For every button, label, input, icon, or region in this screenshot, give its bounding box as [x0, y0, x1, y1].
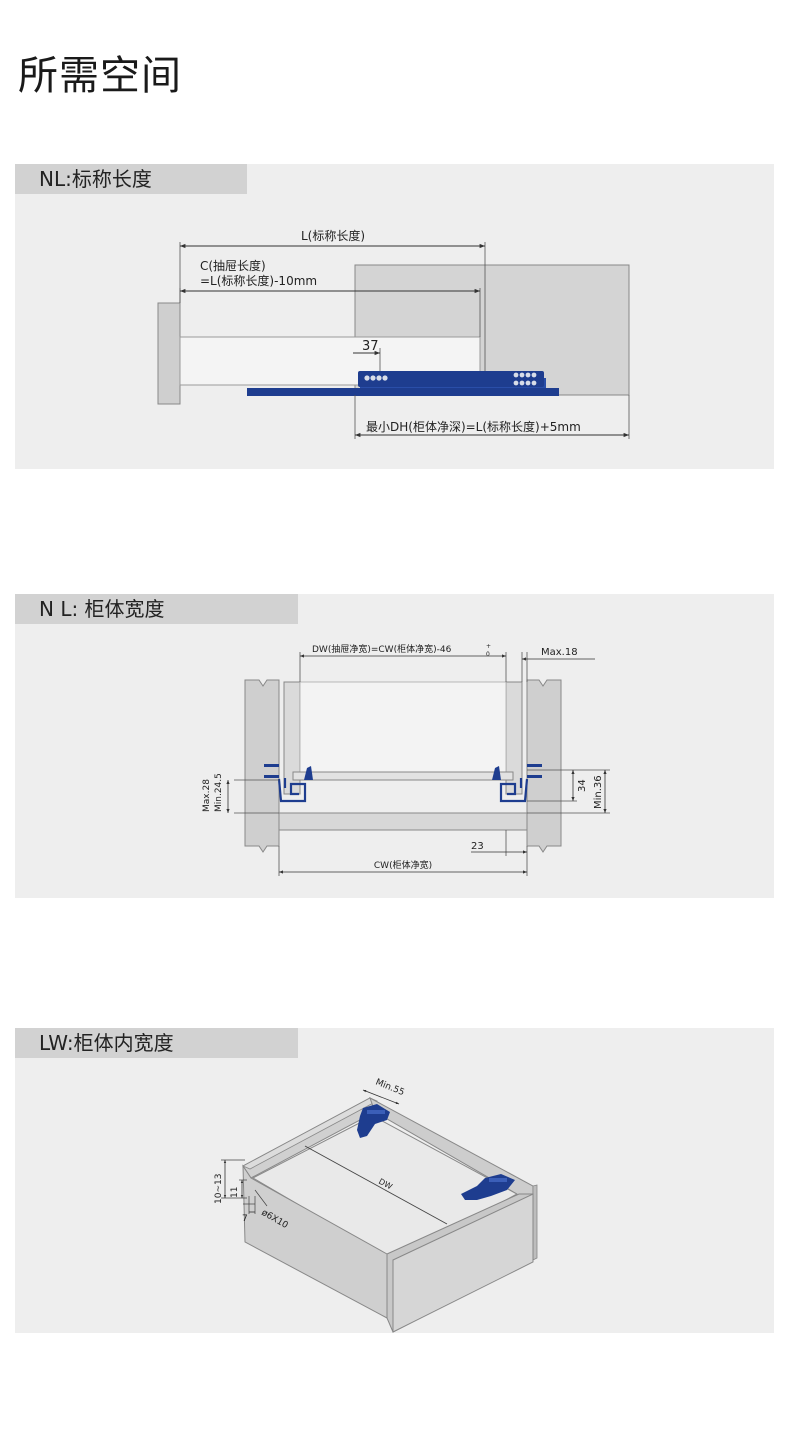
- slide-profile-left: [277, 778, 307, 803]
- panel-cabinet-width: N L: 柜体宽度: [15, 594, 774, 898]
- label-dimension-37: 37: [362, 339, 379, 354]
- label-cabinet-width: CW(柜体净宽): [374, 859, 432, 871]
- drawer-bottom-board: [292, 771, 514, 781]
- locking-device-right: [461, 1174, 515, 1200]
- label-min-55: Min.55: [374, 1078, 406, 1099]
- label-min-36: Min.36: [593, 775, 604, 809]
- label-drawer-width: DW(抽屉净宽)=CW(柜体净宽)-46: [312, 643, 452, 655]
- label-tolerance-bottom: 0: [486, 651, 490, 658]
- label-max-28: Max.28: [202, 779, 212, 812]
- mounting-screws: [264, 764, 542, 778]
- label-nominal-length: L(标称长度): [301, 228, 365, 243]
- label-tolerance-top: +: [486, 643, 491, 650]
- cabinet-bottom-board: [278, 812, 528, 831]
- label-drawer-length-formula: =L(标称长度)-10mm: [200, 273, 317, 288]
- panel-tab-cabinet-inner-width: LW:柜体内宽度: [15, 1028, 298, 1058]
- locking-clips: [304, 766, 501, 780]
- drawer-inner-space: [299, 681, 507, 773]
- drawer-right-wall-edge: [532, 1184, 538, 1261]
- dimension-line-min55: [362, 1089, 400, 1105]
- label-max-18: Max.18: [541, 647, 578, 658]
- page-title: 所需空间: [18, 53, 182, 99]
- nominal-length-diagram: L(标称长度) C(抽屉长度) =L(标称长度)-10mm 37 最小DH(柜体…: [157, 228, 630, 439]
- label-dimension-7: 7: [242, 1214, 248, 1224]
- label-min-24-5: Min.24.5: [214, 773, 224, 812]
- panel-nominal-length: NL:标称长度: [15, 164, 774, 469]
- panel-cabinet-inner-width: LW:柜体内宽度 DW Min.55: [15, 1028, 774, 1333]
- dimension-line-dw-3d: [304, 1145, 448, 1225]
- slide-rail-lower: [247, 388, 559, 396]
- label-drawer-length: C(抽屉长度): [200, 258, 266, 273]
- label-dimension-34: 34: [577, 779, 588, 792]
- label-min-cabinet-depth: 最小DH(柜体净深)=L(标称长度)+5mm: [366, 419, 581, 434]
- slide-bearing-balls: [364, 372, 537, 386]
- slide-profile-right: [499, 778, 529, 803]
- drawer-front-panel-face: [392, 1193, 534, 1333]
- panel-tab-nominal-length: NL:标称长度: [15, 164, 247, 194]
- extension-lines-2: [234, 652, 610, 876]
- label-dimension-23: 23: [471, 841, 484, 852]
- cabinet-width-diagram: DW(抽屉净宽)=CW(柜体净宽)-46 + 0 Max.18 Max.28 M…: [202, 643, 610, 876]
- locking-device-back: [357, 1104, 390, 1138]
- cabinet-side-right: [526, 679, 562, 853]
- cabinet-inner-width-diagram: DW Min.55 10~13 11 ø6X10 7: [214, 1078, 538, 1333]
- label-10-13: 10~13: [214, 1174, 224, 1204]
- panel-tab-cabinet-width: N L: 柜体宽度: [15, 594, 298, 624]
- label-11: 11: [230, 1187, 240, 1198]
- drawer-front: [157, 302, 181, 405]
- slide-locking-device: [358, 371, 544, 387]
